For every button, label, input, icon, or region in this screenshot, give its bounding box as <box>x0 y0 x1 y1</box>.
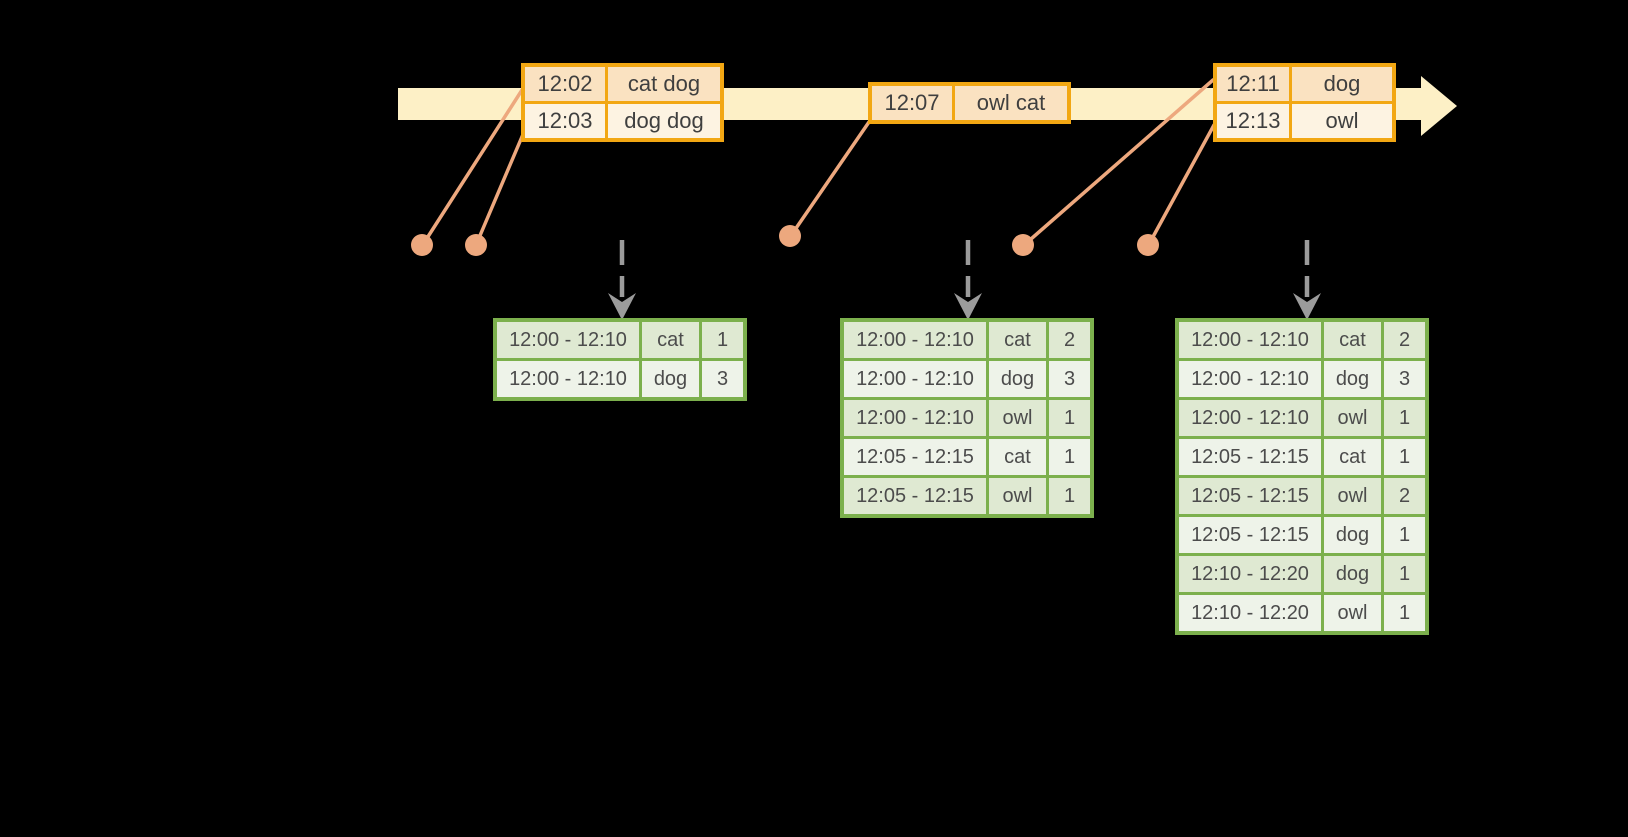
result-window: 12:00 - 12:10 <box>497 322 639 358</box>
result-word: dog <box>642 361 699 397</box>
event-time: 12:03 <box>525 104 605 138</box>
result-count: 1 <box>1049 400 1090 436</box>
result-word: owl <box>1324 595 1381 631</box>
result-window: 12:00 - 12:10 <box>844 400 986 436</box>
result-window: 12:05 - 12:15 <box>1179 478 1321 514</box>
result-count: 1 <box>1049 478 1090 514</box>
event-connector <box>1146 123 1216 248</box>
event-row: 12:07 owl cat <box>872 86 1067 120</box>
result-word: dog <box>1324 361 1381 397</box>
event-dots <box>411 225 1159 256</box>
result-word: owl <box>989 478 1046 514</box>
result-table-1: 12:00 - 12:10 cat 1 12:00 - 12:10 dog 3 <box>493 318 747 401</box>
event-row: 12:03 dog dog <box>525 104 720 138</box>
event-dot-icon <box>1012 234 1034 256</box>
result-word: dog <box>1324 517 1381 553</box>
event-connector-lines <box>420 78 1216 248</box>
event-time: 12:02 <box>525 67 605 101</box>
result-window: 12:00 - 12:10 <box>497 361 639 397</box>
result-row: 12:05 - 12:15 cat 1 <box>1179 439 1425 475</box>
result-word: cat <box>642 322 699 358</box>
result-window: 12:00 - 12:10 <box>844 361 986 397</box>
event-dot-icon <box>411 234 433 256</box>
event-dot-icon <box>465 234 487 256</box>
result-row: 12:05 - 12:15 owl 2 <box>1179 478 1425 514</box>
event-words: dog <box>1292 67 1392 101</box>
result-window: 12:05 - 12:15 <box>844 439 986 475</box>
event-words: owl cat <box>955 86 1067 120</box>
result-row: 12:05 - 12:15 cat 1 <box>844 439 1090 475</box>
event-connector <box>1021 78 1215 248</box>
event-row: 12:11 dog <box>1217 67 1392 101</box>
result-row: 12:00 - 12:10 dog 3 <box>497 361 743 397</box>
result-word: dog <box>989 361 1046 397</box>
event-connector <box>474 130 526 247</box>
result-table-2: 12:00 - 12:10 cat 2 12:00 - 12:10 dog 3 … <box>840 318 1094 518</box>
result-window: 12:05 - 12:15 <box>1179 517 1321 553</box>
trigger-arrow-shafts <box>619 240 1310 297</box>
result-row: 12:00 - 12:10 owl 1 <box>1179 400 1425 436</box>
result-count: 1 <box>1384 556 1425 592</box>
result-word: owl <box>1324 400 1381 436</box>
result-row: 12:00 - 12:10 cat 2 <box>844 322 1090 358</box>
result-count: 1 <box>1384 400 1425 436</box>
result-word: cat <box>989 439 1046 475</box>
result-count: 2 <box>1384 478 1425 514</box>
result-window: 12:00 - 12:10 <box>1179 400 1321 436</box>
timeline-arrow-icon <box>1421 76 1457 136</box>
event-connector <box>420 88 524 248</box>
event-table-2: 12:07 owl cat <box>868 82 1071 124</box>
result-row: 12:10 - 12:20 owl 1 <box>1179 595 1425 631</box>
result-row: 12:00 - 12:10 dog 3 <box>844 361 1090 397</box>
result-window: 12:10 - 12:20 <box>1179 595 1321 631</box>
result-row: 12:05 - 12:15 owl 1 <box>844 478 1090 514</box>
trigger-arrowhead-icon <box>954 293 982 320</box>
event-time: 12:07 <box>872 86 952 120</box>
event-words: dog dog <box>608 104 720 138</box>
result-window: 12:00 - 12:10 <box>1179 361 1321 397</box>
result-count: 2 <box>1049 322 1090 358</box>
trigger-arrow-heads <box>608 293 1321 320</box>
result-count: 3 <box>1384 361 1425 397</box>
result-window: 12:05 - 12:15 <box>844 478 986 514</box>
result-word: cat <box>1324 322 1381 358</box>
result-word: cat <box>989 322 1046 358</box>
result-row: 12:00 - 12:10 cat 2 <box>1179 322 1425 358</box>
trigger-arrowhead-icon <box>1293 293 1321 320</box>
event-time: 12:13 <box>1217 104 1289 138</box>
result-table-3: 12:00 - 12:10 cat 2 12:00 - 12:10 dog 3 … <box>1175 318 1429 635</box>
result-count: 1 <box>1384 439 1425 475</box>
event-time: 12:11 <box>1217 67 1289 101</box>
event-table-1: 12:02 cat dog 12:03 dog dog <box>521 63 724 142</box>
result-row: 12:00 - 12:10 owl 1 <box>844 400 1090 436</box>
trigger-arrowhead-icon <box>608 293 636 320</box>
event-dot-icon <box>779 225 801 247</box>
result-word: owl <box>989 400 1046 436</box>
result-count: 2 <box>1384 322 1425 358</box>
result-row: 12:00 - 12:10 dog 3 <box>1179 361 1425 397</box>
result-window: 12:00 - 12:10 <box>844 322 986 358</box>
event-row: 12:13 owl <box>1217 104 1392 138</box>
event-words: owl <box>1292 104 1392 138</box>
result-word: cat <box>1324 439 1381 475</box>
result-count: 3 <box>1049 361 1090 397</box>
result-count: 1 <box>1384 517 1425 553</box>
result-count: 1 <box>1049 439 1090 475</box>
event-connector <box>788 120 871 239</box>
result-word: dog <box>1324 556 1381 592</box>
result-row: 12:05 - 12:15 dog 1 <box>1179 517 1425 553</box>
result-window: 12:05 - 12:15 <box>1179 439 1321 475</box>
event-table-3: 12:11 dog 12:13 owl <box>1213 63 1396 142</box>
result-count: 1 <box>1384 595 1425 631</box>
result-window: 12:00 - 12:10 <box>1179 322 1321 358</box>
event-row: 12:02 cat dog <box>525 67 720 101</box>
result-count: 1 <box>702 322 743 358</box>
event-words: cat dog <box>608 67 720 101</box>
result-window: 12:10 - 12:20 <box>1179 556 1321 592</box>
event-dot-icon <box>1137 234 1159 256</box>
result-count: 3 <box>702 361 743 397</box>
result-word: owl <box>1324 478 1381 514</box>
result-row: 12:00 - 12:10 cat 1 <box>497 322 743 358</box>
result-row: 12:10 - 12:20 dog 1 <box>1179 556 1425 592</box>
